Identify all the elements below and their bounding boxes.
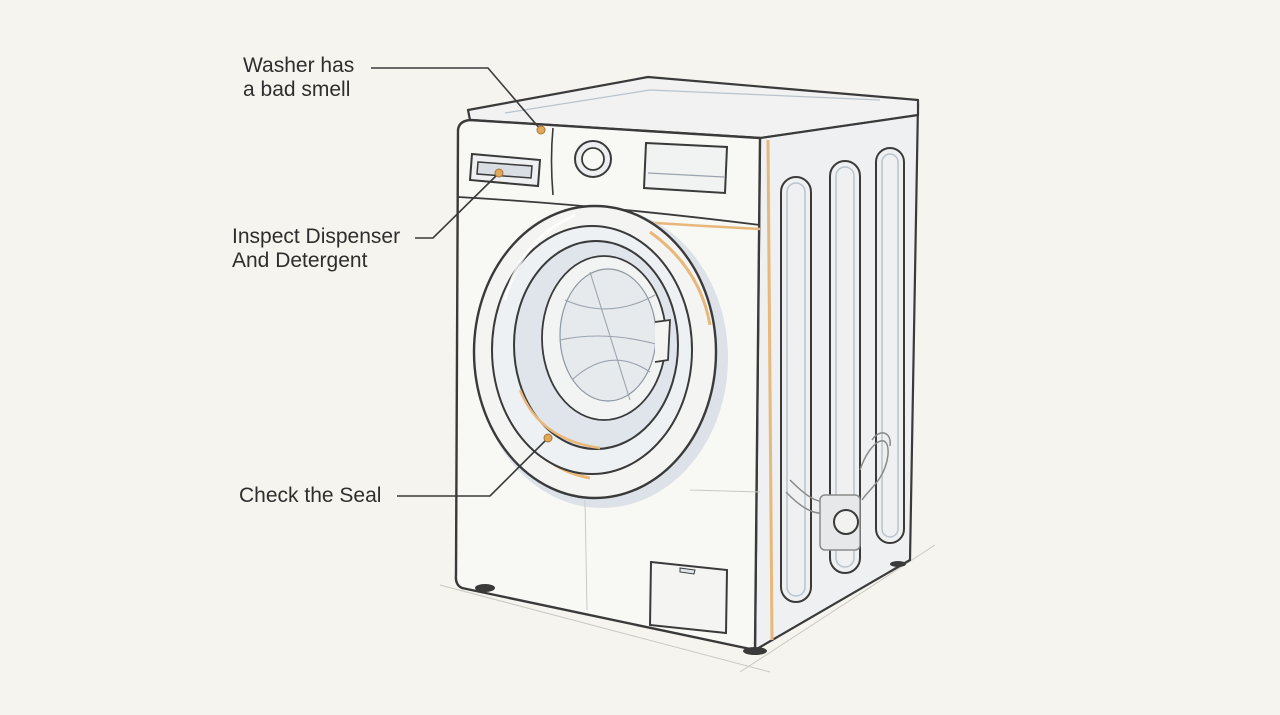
leader-dispenser [415,172,500,239]
callout-dispenser-line2: And Detergent [232,249,368,272]
washer-door [472,204,728,508]
callout-smell-line2: a bad smell [243,78,351,101]
callout-markers [494,125,553,443]
marker-dot-seal [543,433,553,443]
washer-side-panel [753,102,920,652]
marker-dot-smell [536,125,546,135]
detergent-dispenser [468,152,542,188]
callout-inspect-dispenser: Inspect Dispenser And Detergent [232,225,400,273]
leader-smell [371,67,542,131]
washer-feet [475,561,906,655]
control-knob [574,140,612,178]
callout-washer-smell: Washer has a bad smell [243,54,354,102]
callout-check-seal: Check the Seal [239,484,381,508]
callout-dispenser-line1: Inspect Dispenser [232,225,401,248]
drain-pump-sketch [785,432,891,551]
callout-leaders [371,67,549,497]
marker-dot-dispenser [494,168,504,178]
display-screen [642,141,729,195]
leader-seal [397,437,549,497]
callout-seal-line1: Check the Seal [239,484,382,507]
filter-access-panel [648,560,729,635]
callout-smell-line1: Washer has [243,54,355,77]
